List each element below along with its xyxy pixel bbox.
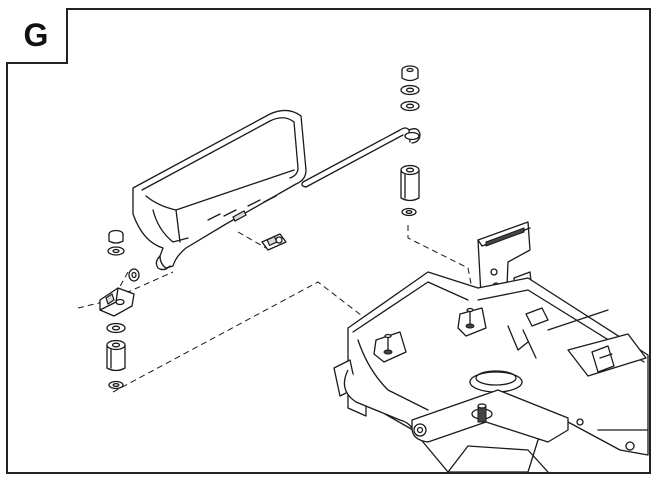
washer-upper-left	[107, 246, 125, 256]
washer-bottom-left	[108, 380, 124, 390]
washer-side-left	[128, 268, 140, 282]
left-fastener-lower	[106, 322, 126, 390]
figure-label-box: G	[6, 8, 68, 64]
nut-top-right	[401, 65, 419, 82]
washer-lower-right	[400, 100, 420, 112]
lower-link-arm	[411, 389, 569, 443]
figure-label: G	[23, 16, 49, 53]
washer-lower-left	[106, 322, 126, 334]
spacer-sleeve-right	[400, 164, 420, 202]
mounting-pad-right	[457, 307, 487, 337]
nut-upper-left	[108, 229, 124, 244]
left-fastener-upper	[107, 229, 140, 282]
spacer-sleeve-left	[106, 339, 126, 372]
deflector-shield	[132, 109, 307, 271]
right-fastener-stack	[400, 65, 420, 217]
linkage-rod	[301, 127, 421, 188]
frame-latch-box	[567, 333, 647, 377]
mower-deck-frame	[333, 271, 649, 472]
hinge-bracket	[261, 233, 287, 251]
washer-upper-right	[400, 84, 420, 96]
washer-bottom-right	[401, 207, 417, 217]
mounting-pad-left	[373, 331, 407, 363]
assembly-diagram	[77, 65, 649, 472]
left-mounting-bracket	[99, 287, 135, 317]
frame-front-corner	[343, 369, 413, 429]
